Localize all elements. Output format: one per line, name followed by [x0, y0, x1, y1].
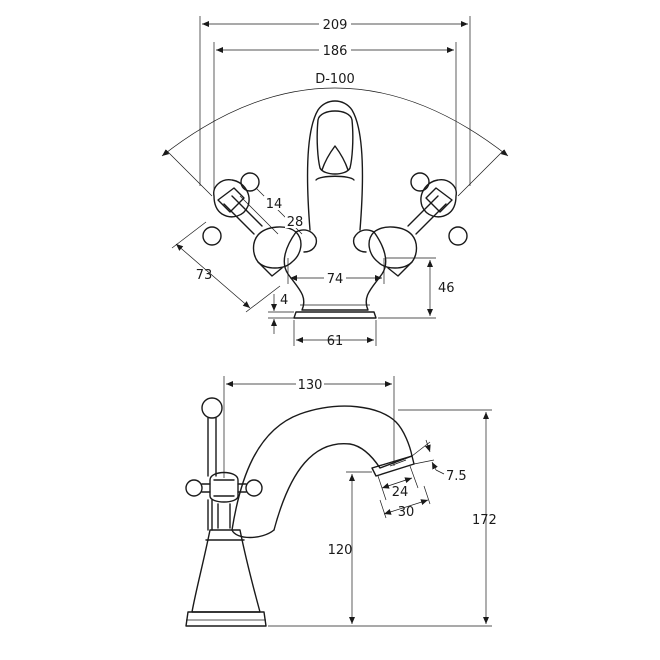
dimension-label-74: 74 [327, 272, 344, 287]
cross-handle-side [185, 471, 263, 529]
spout-top [306, 100, 364, 231]
dimension-130: 130 [223, 376, 395, 478]
body-top [283, 231, 387, 319]
dimension-label-28: 28 [287, 215, 304, 230]
dimension-label-7-5: 7.5 [446, 469, 467, 484]
dimension-label-209: 209 [323, 18, 348, 33]
dimension-74: 74 [287, 258, 385, 287]
dimension-label-186: 186 [323, 44, 348, 59]
dimension-label-61: 61 [327, 334, 344, 349]
dimension-46: 46 [378, 257, 455, 319]
dimension-4: 4 [268, 293, 294, 334]
dimension-7-5: 7.5 [411, 439, 467, 484]
dimension-label-d100: D-100 [315, 72, 355, 87]
dimension-label-14: 14 [266, 197, 283, 212]
dimension-label-30: 30 [398, 505, 415, 520]
dimension-label-4: 4 [280, 293, 288, 308]
dimension-label-120: 120 [328, 543, 353, 558]
dimension-120: 120 [328, 471, 372, 624]
dimension-label-172: 172 [472, 513, 497, 528]
dimension-186: 186 [213, 42, 457, 190]
body-side [185, 529, 267, 627]
side-view: 130 [185, 376, 497, 627]
right-handle [352, 172, 468, 277]
spout-side [231, 405, 415, 539]
dimension-61: 61 [293, 320, 377, 349]
dimension-label-46: 46 [438, 281, 455, 296]
dimension-14-28: 14 28 [239, 187, 305, 235]
top-view: 209 186 D-100 [161, 16, 509, 349]
dimension-73: 73 [171, 221, 281, 313]
dimension-172: 172 [268, 409, 497, 627]
dimension-label-130: 130 [298, 378, 323, 393]
dimension-label-24: 24 [392, 485, 409, 500]
dimension-arc-d100: D-100 [161, 71, 509, 197]
left-handle [202, 172, 318, 277]
dimension-24-30: 24 30 [377, 465, 431, 520]
dimension-label-73: 73 [196, 268, 213, 283]
lever-side [201, 397, 223, 531]
dimension-209: 209 [199, 16, 471, 186]
